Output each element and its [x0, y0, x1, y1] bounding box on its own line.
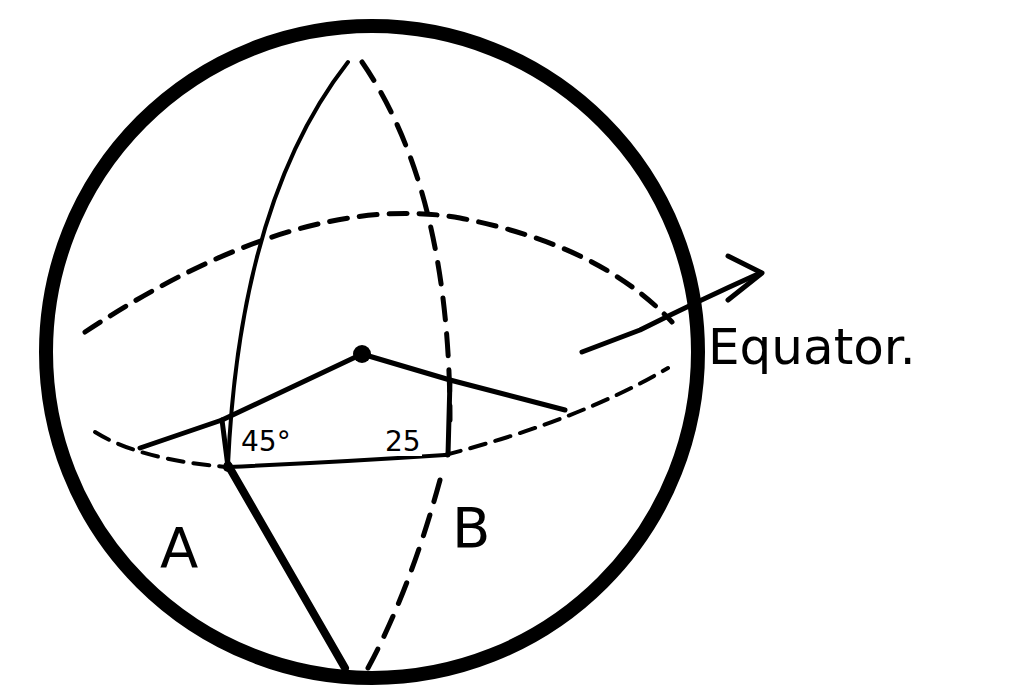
angle-label: 45° — [240, 428, 292, 456]
radius-lines — [140, 354, 565, 448]
radius-a — [222, 420, 228, 467]
equator-front-solid — [228, 455, 445, 467]
meridian-a — [228, 62, 348, 465]
meridian-a-lower — [228, 465, 345, 668]
meridian-b-lower — [368, 480, 440, 668]
centre-dot — [353, 345, 371, 363]
point-label: A — [160, 520, 198, 576]
radius-b — [448, 380, 450, 455]
back-arc — [85, 213, 672, 332]
equator-front-right — [445, 368, 668, 455]
globe-outline — [46, 26, 698, 678]
angle-label: 25 — [384, 428, 422, 456]
equator-front — [95, 432, 228, 467]
point-label: B — [452, 500, 490, 556]
equator-label: Equator. — [708, 322, 916, 372]
pointer-head — [728, 256, 762, 300]
point-a — [223, 462, 233, 472]
